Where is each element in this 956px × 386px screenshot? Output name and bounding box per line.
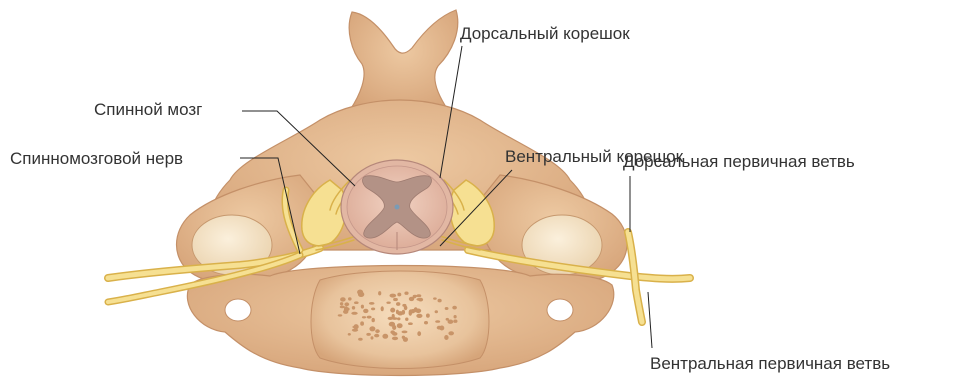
- bone-pore: [405, 318, 408, 321]
- bone-pore: [354, 301, 359, 304]
- bone-pore: [382, 334, 388, 339]
- label-ventral-ramus: Вентральная первичная ветвь: [650, 354, 890, 374]
- bone-pore: [340, 306, 345, 309]
- spinal-cord: [341, 160, 453, 254]
- bone-pore: [358, 338, 363, 341]
- bone-pore: [409, 297, 414, 301]
- bone-pore: [409, 311, 412, 316]
- bone-pore: [396, 302, 400, 306]
- bone-pore: [393, 298, 398, 301]
- bone-pore: [392, 332, 397, 335]
- bone-pore: [402, 331, 408, 334]
- bone-pore: [375, 329, 380, 333]
- bone-pore: [448, 320, 454, 324]
- bone-pore: [404, 292, 408, 295]
- bone-pore: [453, 320, 457, 323]
- bone-pore: [392, 317, 398, 320]
- label-spinal-cord: Спинной мозг: [94, 100, 202, 120]
- bone-pore: [424, 321, 428, 324]
- bone-pore: [363, 309, 368, 313]
- bone-pore: [361, 305, 364, 309]
- bone-pore: [378, 291, 381, 295]
- bone-pore: [381, 306, 384, 311]
- bone-pore: [369, 302, 375, 305]
- bone-pore: [448, 331, 454, 335]
- bone-pore: [389, 322, 395, 327]
- foramen-left: [225, 299, 251, 321]
- bone-pore: [445, 307, 449, 310]
- bone-pore: [366, 333, 371, 336]
- bone-pore: [354, 324, 359, 329]
- bone-pore: [367, 316, 372, 319]
- bone-pore: [414, 307, 418, 312]
- bone-pore: [417, 294, 422, 297]
- bone-pore: [397, 323, 403, 328]
- bone-pore: [402, 336, 405, 339]
- bone-pore: [408, 322, 413, 325]
- bone-pore: [402, 304, 406, 307]
- leader-ventral-ramus: [648, 292, 652, 348]
- bone-pore: [416, 298, 421, 301]
- bone-pore: [390, 308, 395, 313]
- foramen-right: [547, 299, 573, 321]
- bone-pore: [397, 311, 403, 315]
- bone-pore: [351, 312, 357, 315]
- bone-pore: [390, 294, 397, 298]
- bone-pore: [392, 337, 398, 341]
- spinous-process: [349, 10, 458, 110]
- bone-pore: [417, 331, 421, 336]
- bone-pore: [444, 335, 448, 340]
- bone-pore: [439, 326, 444, 331]
- bone-pore: [416, 314, 422, 318]
- bone-pore: [435, 310, 438, 313]
- bone-pore: [340, 302, 343, 305]
- bone-pore: [374, 334, 379, 338]
- bone-pore: [372, 318, 375, 322]
- label-spinal-nerve: Спинномозговой нерв: [10, 149, 183, 169]
- bone-pore: [338, 314, 343, 316]
- label-dorsal-root: Дорсальный корешок: [460, 24, 630, 44]
- bone-pore: [452, 306, 457, 310]
- bone-pore: [357, 290, 363, 295]
- bone-pore: [438, 299, 442, 303]
- central-canal: [395, 205, 400, 210]
- bone-pore: [340, 297, 346, 301]
- bone-pore: [362, 316, 366, 318]
- bone-pore: [371, 336, 374, 339]
- bone-pore: [348, 297, 352, 300]
- bone-pore: [348, 333, 351, 336]
- bone-pore: [352, 306, 355, 310]
- bone-pore: [344, 302, 349, 306]
- bone-pore: [371, 308, 375, 311]
- bone-pore: [433, 297, 437, 299]
- bone-pore: [397, 293, 401, 297]
- bone-pore: [426, 314, 430, 318]
- bone-pore: [454, 315, 457, 318]
- bone-pore: [360, 321, 364, 325]
- vertebral-body: [187, 266, 613, 376]
- bone-pore: [369, 326, 375, 331]
- bone-pore: [386, 302, 390, 304]
- bone-pore: [435, 320, 440, 323]
- label-dorsal-ramus: Дорсальная первичная ветвь: [623, 152, 855, 172]
